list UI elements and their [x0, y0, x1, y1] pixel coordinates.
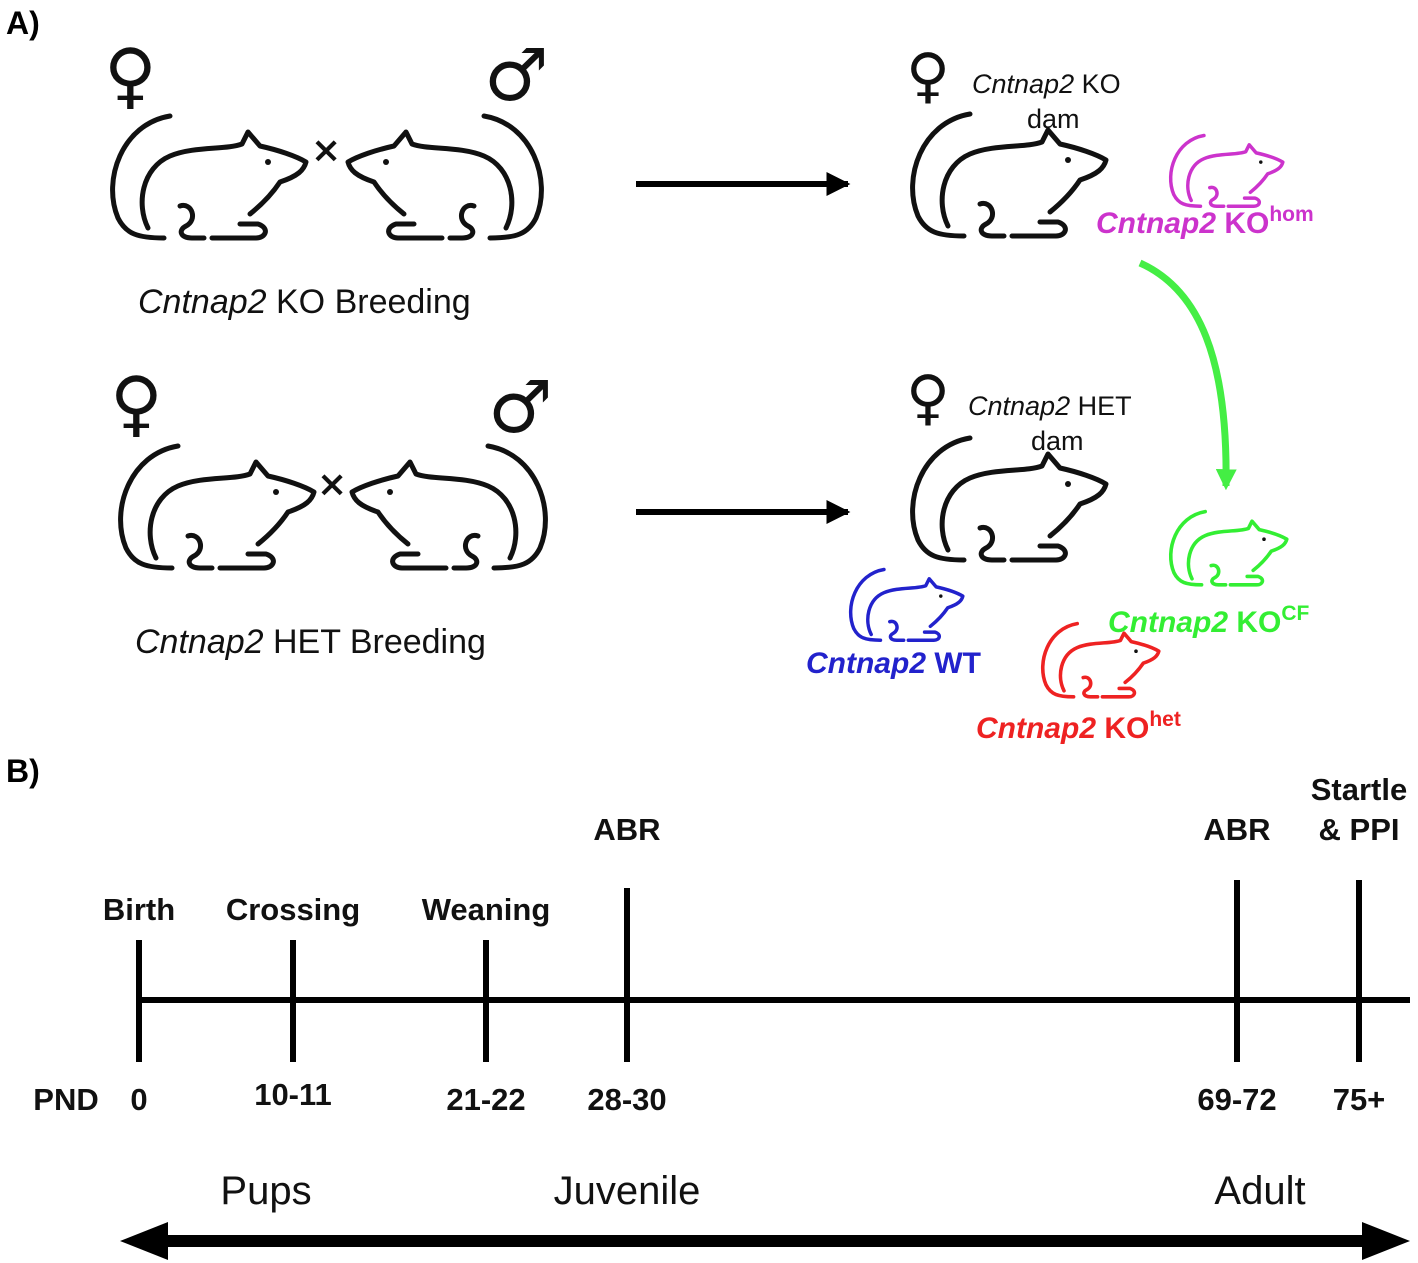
- het-dam-type: HET: [1070, 391, 1132, 421]
- phase-arrow-right-head: [1362, 1222, 1410, 1260]
- ko-breeding-title: Cntnap2 KO Breeding: [138, 283, 471, 321]
- phases: Pups Juvenile Adult: [120, 1169, 1410, 1260]
- het-breeding-label: HET Breeding: [264, 623, 486, 661]
- male-mouse-icon: [348, 116, 541, 238]
- ko-dam: ♀ Cntnap2 KO dam: [906, 41, 1121, 236]
- het-breeding-title: Cntnap2 HET Breeding: [135, 623, 486, 661]
- event-label: ABR: [1203, 812, 1270, 847]
- ko-hom-gene: Cntnap2: [1096, 207, 1216, 240]
- event-label: Weaning: [422, 892, 551, 927]
- wt-pup: Cntnap2 WT: [806, 567, 981, 680]
- het-dam-mouse-icon: [913, 438, 1106, 560]
- male-symbol: ♂: [488, 365, 553, 449]
- ko-het-pup: Cntnap2 KOhet: [976, 621, 1181, 745]
- event-label: & PPI: [1319, 812, 1400, 847]
- het-dam-word: dam: [1031, 426, 1084, 456]
- ko-het-base: KO: [1096, 712, 1149, 745]
- event-label: Startle: [1311, 772, 1407, 807]
- male-symbol: ♂: [484, 33, 549, 117]
- ko-het-label: Cntnap2 KOhet: [976, 708, 1181, 745]
- ko-dam-type: KO: [1074, 69, 1121, 99]
- male-mouse-icon: [352, 446, 545, 568]
- het-breeding-pair: ♀ ♂ × Cntnap2 HET Breeding: [110, 361, 553, 661]
- phase-label: Adult: [1214, 1169, 1305, 1213]
- ko-dam-title: Cntnap2 KO: [972, 69, 1121, 99]
- pnd-label: PND: [33, 1082, 98, 1117]
- wt-base: WT: [926, 647, 981, 680]
- pnd-value: 10-11: [254, 1077, 332, 1112]
- panel-b-label: B): [6, 753, 40, 789]
- ko-dam-gene: Cntnap2: [972, 69, 1074, 99]
- het-dam-gene: Cntnap2: [968, 391, 1070, 421]
- pnd-value: 28-30: [587, 1082, 666, 1117]
- pnd-value: 75+: [1333, 1082, 1386, 1117]
- pnd-value: 0: [130, 1082, 147, 1117]
- ko-cf-gene: Cntnap2: [1108, 606, 1228, 639]
- pnd-value: 21-22: [446, 1082, 525, 1117]
- ko-het-gene: Cntnap2: [976, 712, 1096, 745]
- cross-symbol: ×: [317, 464, 347, 505]
- pnd-value: 69-72: [1197, 1082, 1276, 1117]
- event-label: Crossing: [226, 892, 360, 927]
- event-label: ABR: [593, 812, 660, 847]
- cross-symbol: ×: [311, 130, 341, 171]
- wt-label: Cntnap2 WT: [806, 647, 981, 680]
- wt-mouse-icon: [848, 567, 965, 642]
- ko-het-sup: het: [1149, 708, 1181, 731]
- female-mouse-icon: [121, 446, 314, 568]
- event-label: Birth: [103, 892, 175, 927]
- ko-breeding-gene: Cntnap2: [138, 283, 267, 321]
- female-symbol: ♀: [906, 363, 950, 433]
- phase-label: Pups: [220, 1169, 311, 1213]
- ko-cf-base: KO: [1228, 606, 1281, 639]
- timeline: Birth Crossing Weaning ABR ABR Startle &…: [33, 772, 1410, 1117]
- ko-cf-pup: Cntnap2 KOCF: [1108, 509, 1310, 639]
- ko-cf-sup: CF: [1281, 602, 1309, 625]
- ko-hom-mouse-icon: [1168, 133, 1285, 208]
- panel-a-label: A): [6, 5, 40, 41]
- ko-hom-base: KO: [1216, 207, 1269, 240]
- het-dam-title: Cntnap2 HET: [968, 391, 1132, 421]
- female-symbol: ♀: [906, 41, 950, 111]
- het-breeding-gene: Cntnap2: [135, 623, 264, 661]
- ko-cf-mouse-icon: [1168, 509, 1289, 587]
- ko-dam-word: dam: [1027, 104, 1080, 134]
- ko-hom-pup: Cntnap2 KOhom: [1096, 133, 1314, 240]
- female-symbol: ♀: [110, 361, 163, 445]
- ko-cf-label: Cntnap2 KOCF: [1108, 602, 1310, 639]
- ko-hom-sup: hom: [1269, 203, 1313, 226]
- ko-breeding-pair: ♀ ♂ × Cntnap2 KO Breeding: [104, 33, 549, 321]
- het-dam: ♀ Cntnap2 HET dam: [906, 363, 1132, 560]
- phase-arrow-left-head: [120, 1222, 168, 1260]
- phase-label: Juvenile: [554, 1169, 701, 1213]
- ko-breeding-label: KO Breeding: [267, 283, 471, 321]
- wt-gene: Cntnap2: [806, 647, 926, 680]
- ko-hom-label: Cntnap2 KOhom: [1096, 203, 1314, 240]
- female-mouse-icon: [113, 116, 306, 238]
- cross-foster-arrow: [1138, 259, 1237, 491]
- female-symbol: ♀: [104, 33, 157, 117]
